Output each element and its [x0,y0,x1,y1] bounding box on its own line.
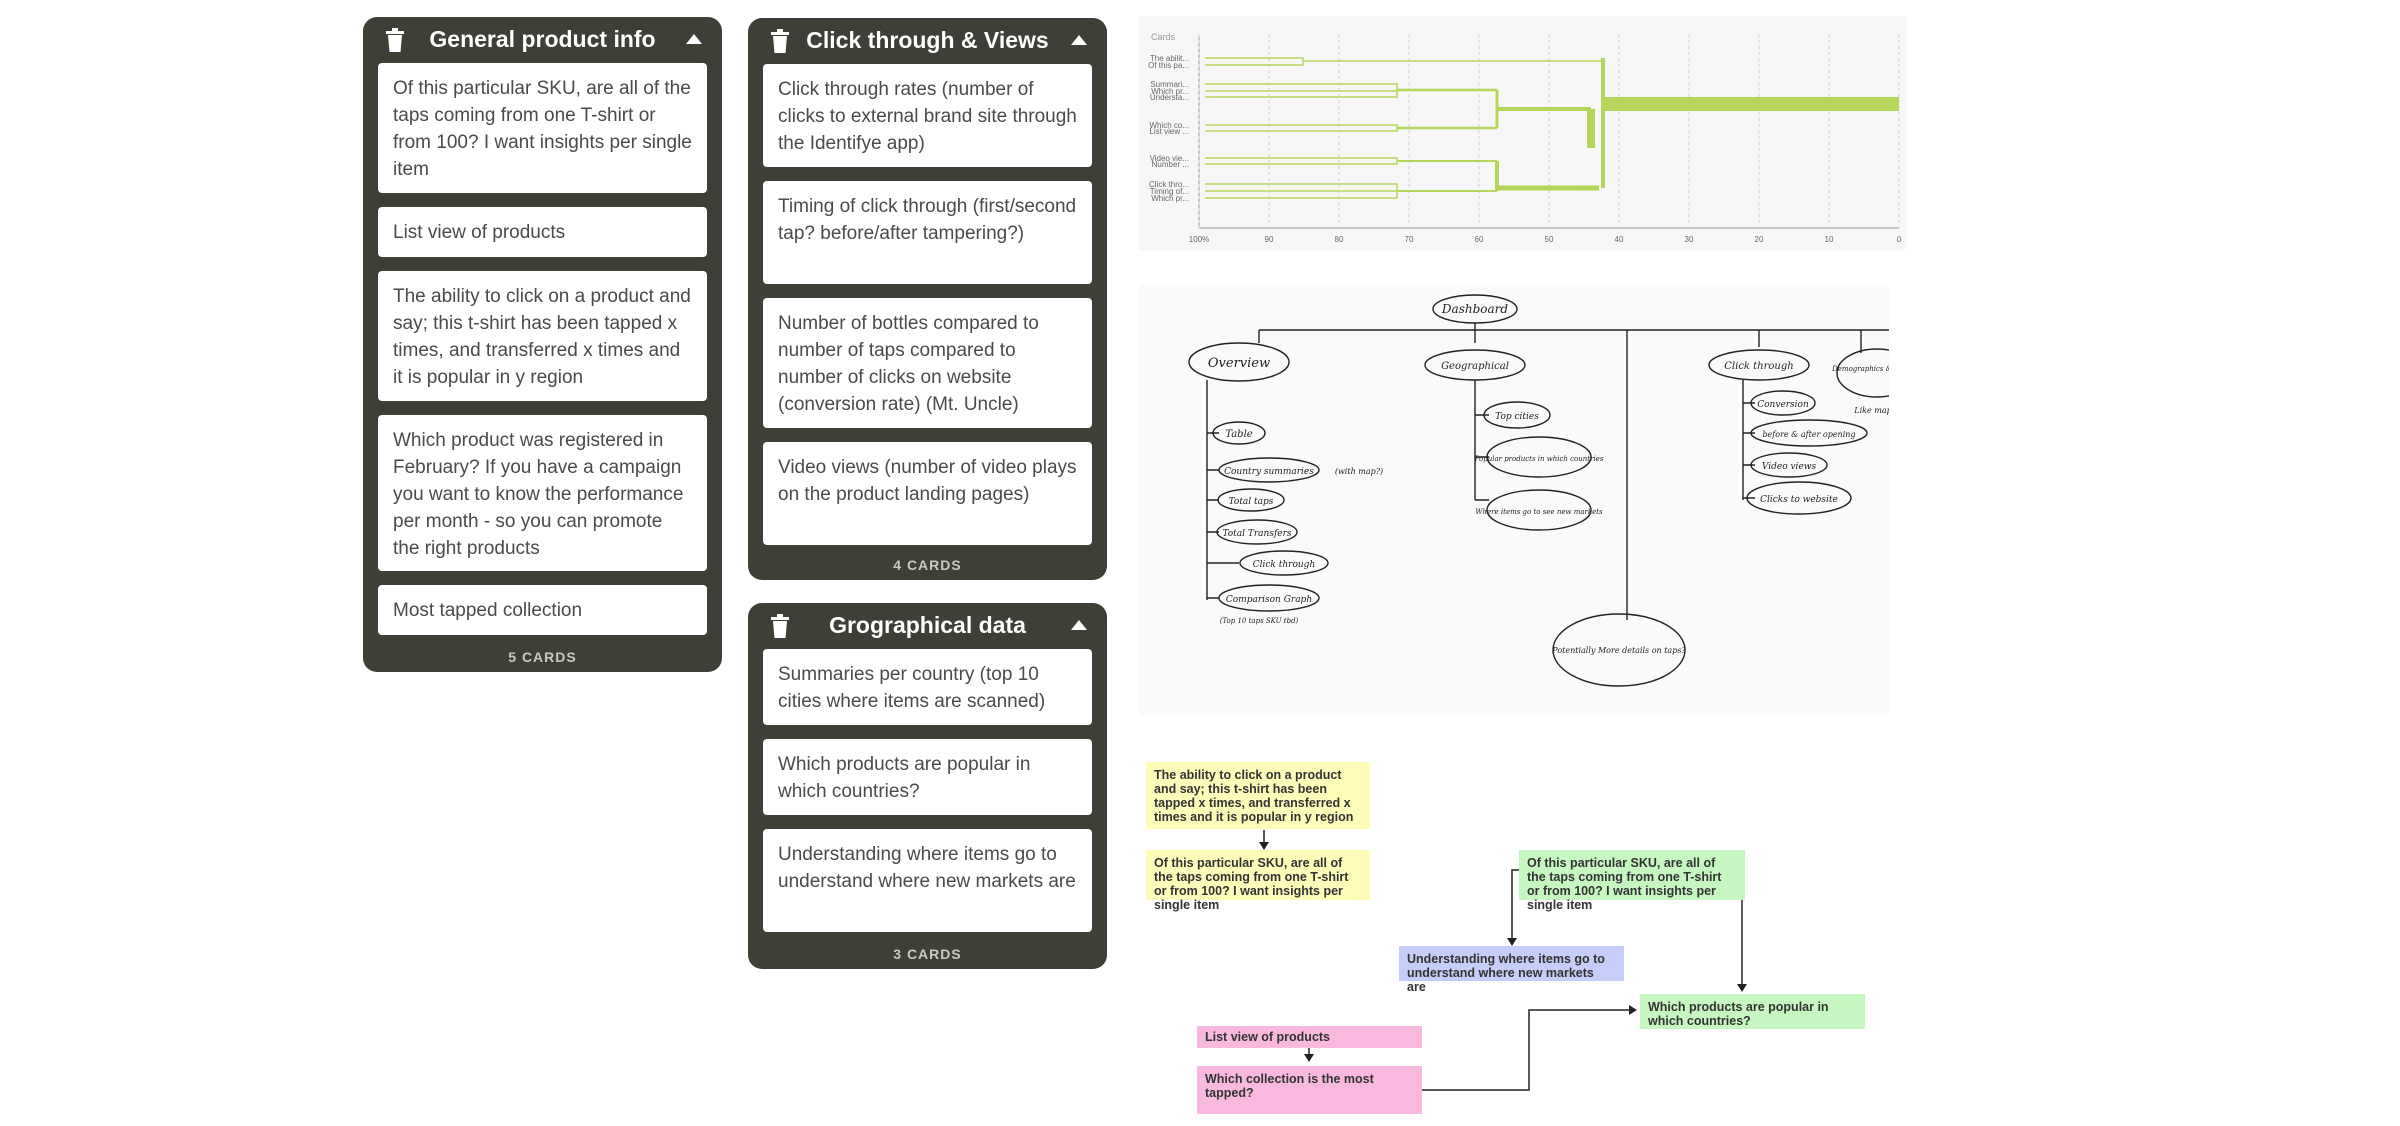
sticky-note-yellow[interactable]: The ability to click on a product and sa… [1146,762,1370,829]
dendrogram-tick-label: 40 [1615,235,1624,244]
sitemap-overview-item: Total taps [1229,497,1274,507]
trash-icon[interactable] [769,614,791,638]
card-group-geographical-data: Grographical data Summaries per country … [748,603,1107,969]
sitemap-overview: Overview [1208,356,1270,371]
sitemap-overview-item: Click through [1253,560,1316,570]
group-header: Click through & Views [763,18,1092,62]
hand-drawn-sitemap: Dashboard Overview Table Country summari… [1139,285,1922,715]
card[interactable]: Understanding where items go to understa… [763,829,1092,932]
dendrogram-chart: Cards The abilit...Of this pa... Summari.… [1148,32,1902,244]
dendrogram-tick-label: 0 [1897,235,1902,244]
dendrogram-tick-label: 50 [1545,235,1554,244]
dendrogram-leaf-label: Timing of... [1150,187,1189,196]
sitemap-drawing: Dashboard Overview Table Country summari… [1188,294,1922,687]
dendrogram-tree [1205,57,1899,199]
group-title: Grographical data [829,611,1026,638]
card[interactable]: Most tapped collection [378,585,707,635]
sitemap-lines [1188,294,1918,687]
dendrogram-leaf-label: Video vie... [1150,154,1189,163]
group-title: General product info [429,25,656,52]
dendrogram-leaf-label: Understa... [1150,93,1189,102]
sticky-note-yellow[interactable]: Of this particular SKU, are all of the t… [1146,850,1370,912]
sitemap-overview-item: Table [1225,429,1252,440]
sitemap-geo-item: Popular products in which countries [1474,455,1604,463]
collapse-caret-icon[interactable] [1070,32,1088,46]
sticky-note-pink[interactable]: Which collection is the most tapped? [1197,1066,1422,1114]
dendrogram-tick-label: 30 [1685,235,1694,244]
card-count: 4 CARDS [893,557,962,573]
sitemap-overview-item: Total Transfers [1222,529,1291,539]
collapse-caret-icon[interactable] [685,31,703,45]
dendrogram-leaf-labels: The abilit...Of this pa...Summari...Whic… [1148,54,1189,203]
dendrogram-tick-label: 70 [1405,235,1414,244]
dendrogram-tick-label: 60 [1475,235,1484,244]
sitemap-potential: Potentially More details on taps? [1551,646,1686,655]
card[interactable]: Which products are popular in which coun… [763,739,1092,815]
sticky-note-green[interactable]: Which products are popular in which coun… [1640,994,1865,1029]
sticky-note-pink[interactable]: List view of products [1197,1026,1422,1048]
dendrogram-leaf-label: Number ... [1152,160,1189,169]
dendrogram-axis-title: Cards [1151,32,1176,42]
group-header: General product info [378,17,707,61]
sticky-note-blue[interactable]: Understanding where items go to understa… [1399,946,1624,994]
sitemap-side-note: (with map?) [1335,467,1383,476]
sitemap-root: Dashboard [1441,302,1508,316]
sticky-note-flow: The ability to click on a product and sa… [1139,750,1919,1120]
sitemap-geo-item: Top cities [1495,412,1539,422]
sitemap-click-item: before & after opening [1762,430,1855,439]
flow-arrowheads [1259,842,1747,1062]
trash-icon[interactable] [769,29,791,53]
sitemap-click-item: Clicks to website [1760,495,1838,505]
card-group-click-through-views: Click through & Views Click through rate… [748,18,1107,580]
collapse-caret-icon[interactable] [1070,617,1088,631]
card[interactable]: Video views (number of video plays on th… [763,442,1092,545]
dendrogram-tick-label: 20 [1755,235,1764,244]
trash-icon[interactable] [384,28,406,52]
dendrogram-leaf-label: Click thro... [1149,180,1189,189]
dendrogram-leaf-label: Summari... [1150,80,1189,89]
sitemap-overview-item: Country summaries [1224,467,1314,477]
group-header: Grographical data [763,603,1092,647]
card[interactable]: Summaries per country (top 10 cities whe… [763,649,1092,725]
dendrogram-leaf-label: Which pr... [1151,194,1189,203]
card[interactable]: Click through rates (number of clicks to… [763,64,1092,167]
dendrogram-tick-label: 90 [1265,235,1274,244]
sitemap-bottom-note: (Top 10 taps SKU tbd) [1220,617,1299,625]
dendrogram-ticks: 100% 90 80 70 60 50 40 30 20 10 0 [1189,235,1902,244]
card-count: 3 CARDS [893,946,962,962]
card-count: 5 CARDS [508,649,577,665]
card[interactable]: Of this particular SKU, are all of the t… [378,63,707,193]
sitemap-geo: Geographical [1441,361,1509,372]
dendrogram-tick-label: 10 [1825,235,1834,244]
card[interactable]: List view of products [378,207,707,257]
dendrogram-leaf-label: Of this pa... [1148,61,1189,70]
dendrogram-image: Cards The abilit...Of this pa... Summari.… [1139,16,1906,250]
sticky-note-green[interactable]: Of this particular SKU, are all of the t… [1519,850,1745,912]
card-group-general-product-info: General product info Of this particular … [363,17,722,672]
sitemap-click: Click through [1724,361,1793,372]
dendrogram-leaf-label: Which pr... [1151,87,1189,96]
sitemap-demo: Demographics & Devices [1831,365,1889,373]
sitemap-overview-item: Comparison Graph [1226,595,1312,605]
dendrogram-tick-label: 80 [1335,235,1344,244]
sitemap-demo-note: Like map [1853,406,1889,415]
card[interactable]: The ability to click on a product and sa… [378,271,707,401]
card[interactable]: Timing of click through (first/second ta… [763,181,1092,284]
dendrogram-leaf-label: The abilit... [1150,54,1189,63]
sitemap-click-item: Conversion [1757,400,1809,410]
card[interactable]: Number of bottles compared to number of … [763,298,1092,428]
sitemap-geo-item: Where items go to see new markets [1475,508,1603,516]
dendrogram-leaf-label: List view ... [1149,127,1189,136]
sitemap-click-item: Video views [1762,462,1817,472]
card[interactable]: Which product was registered in February… [378,415,707,571]
dendrogram-tick-label: 100% [1189,235,1209,244]
dendrogram-leaf-label: Which co... [1149,121,1189,130]
group-title: Click through & Views [806,26,1049,53]
